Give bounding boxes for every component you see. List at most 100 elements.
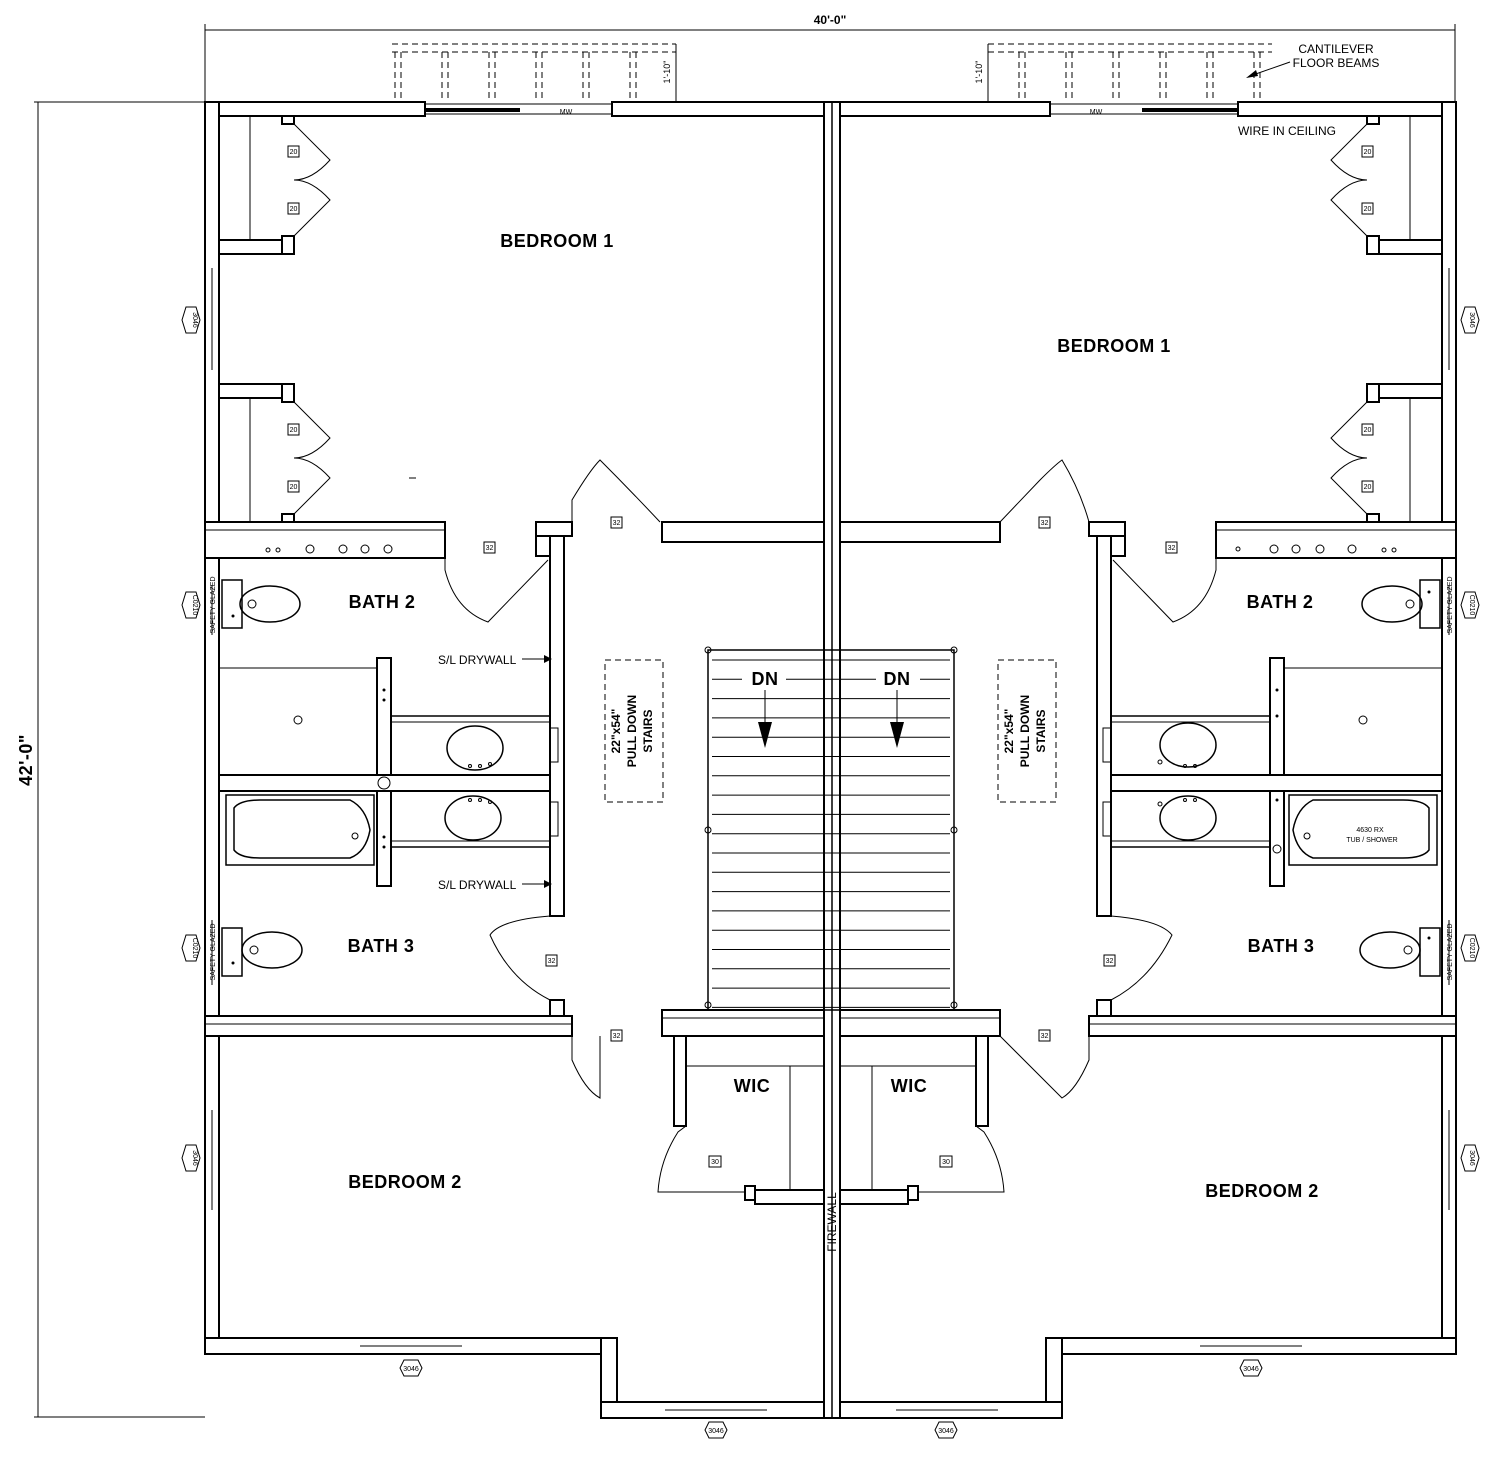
svg-text:PULL DOWN: PULL DOWN bbox=[625, 695, 639, 767]
switch-boxes-left bbox=[265, 544, 393, 554]
svg-text:20: 20 bbox=[290, 149, 298, 156]
svg-text:20: 20 bbox=[1364, 149, 1372, 156]
window-tag-3046-bottom-1: 3046 bbox=[399, 1359, 423, 1377]
down-label-left: DN bbox=[752, 669, 779, 689]
svg-text:3046: 3046 bbox=[403, 1366, 419, 1373]
sl-drywall-note-lower: S/L DRYWALL bbox=[438, 878, 517, 892]
svg-text:SAFETY GLAZED: SAFETY GLAZED bbox=[1447, 923, 1454, 980]
svg-text:32: 32 bbox=[1168, 545, 1176, 552]
svg-text:30: 30 bbox=[711, 1159, 719, 1166]
svg-text:22"x54": 22"x54" bbox=[1002, 709, 1016, 754]
closet-left-lower: 20 20 bbox=[218, 383, 331, 523]
svg-text:SAFETY GLAZED: SAFETY GLAZED bbox=[210, 576, 217, 633]
pull-down-stairs-left: 22"x54" PULL DOWN STAIRS bbox=[604, 659, 664, 803]
window-tag-3046-right-upper: 3046 bbox=[1460, 306, 1480, 334]
window-tag-3046-bottom-4: 3046 bbox=[1239, 1359, 1263, 1377]
arrow-icon bbox=[1246, 70, 1258, 78]
overall-depth-dimension: 42'-0" bbox=[16, 734, 36, 786]
svg-text:20: 20 bbox=[290, 427, 298, 434]
svg-text:3046: 3046 bbox=[708, 1428, 724, 1435]
arrow-down-icon bbox=[890, 722, 904, 748]
window-tag-c0210-left-bath3: C0210 bbox=[181, 934, 201, 962]
closet-right-lower: 20 20 bbox=[1330, 383, 1443, 523]
stairs: DN DN bbox=[704, 646, 958, 1011]
svg-text:20: 20 bbox=[290, 206, 298, 213]
cantilever-note-line2: FLOOR BEAMS bbox=[1293, 56, 1380, 70]
svg-text:20: 20 bbox=[290, 484, 298, 491]
wic-label-left: WIC bbox=[734, 1076, 771, 1096]
left-unit: 20 20 20 20 32 bbox=[204, 115, 825, 1205]
window-tag-3046-left-lower: 3046 bbox=[181, 1144, 201, 1172]
microwave-label-left: MW bbox=[560, 109, 573, 116]
wire-in-ceiling-note: WIRE IN CEILING bbox=[1238, 124, 1336, 138]
bathtub-icon: 4630 RX TUB / SHOWER bbox=[1288, 794, 1438, 866]
svg-text:20: 20 bbox=[1364, 484, 1372, 491]
arrow-down-icon bbox=[758, 722, 772, 748]
firewall: FIREWALL bbox=[823, 101, 841, 1419]
svg-text:SAFETY GLAZED: SAFETY GLAZED bbox=[210, 923, 217, 980]
closet-left-upper: 20 20 bbox=[218, 115, 331, 255]
switch-boxes-right bbox=[1235, 544, 1397, 554]
bedroom2-label-right: BEDROOM 2 bbox=[1205, 1181, 1319, 1201]
sink-icon bbox=[1102, 715, 1271, 776]
pull-down-stairs-right: 22"x54" PULL DOWN STAIRS bbox=[997, 659, 1057, 803]
bedroom1-label-right: BEDROOM 1 bbox=[1057, 336, 1171, 356]
svg-text:C0210: C0210 bbox=[191, 938, 198, 959]
top-window-left: MW bbox=[425, 103, 612, 116]
svg-text:32: 32 bbox=[1041, 1033, 1049, 1040]
right-unit: 20 20 20 20 32 bbox=[839, 115, 1457, 1205]
cantilever-dimension-right: 1'-10" bbox=[974, 61, 984, 84]
cantilever-beams-left bbox=[392, 43, 677, 102]
window-tag-c0210-right-bath3: C0210 bbox=[1460, 934, 1480, 962]
room-labels: BEDROOM 1 BEDROOM 1 BATH 2 BATH 2 BATH 3… bbox=[348, 231, 1319, 1201]
cantilever-note-line1: CANTILEVER bbox=[1298, 42, 1374, 56]
bedroom2-label-left: BEDROOM 2 bbox=[348, 1172, 462, 1192]
closet-right-upper: 20 20 bbox=[1330, 115, 1443, 255]
down-arrow-right: DN bbox=[876, 669, 920, 748]
svg-text:32: 32 bbox=[486, 545, 494, 552]
svg-text:32: 32 bbox=[613, 520, 621, 527]
firewall-label: FIREWALL bbox=[825, 1192, 839, 1252]
wic-label-right: WIC bbox=[891, 1076, 928, 1096]
svg-text:3046: 3046 bbox=[1243, 1366, 1259, 1373]
down-label-right: DN bbox=[884, 669, 911, 689]
svg-text:3046: 3046 bbox=[191, 312, 198, 328]
tub-model-label: 4630 RX bbox=[1356, 827, 1384, 834]
sink-icon bbox=[390, 715, 559, 776]
window-tag-3046-left-upper: 3046 bbox=[181, 306, 201, 334]
svg-text:3046: 3046 bbox=[1468, 312, 1475, 328]
svg-text:C0210: C0210 bbox=[1468, 938, 1475, 959]
svg-text:STAIRS: STAIRS bbox=[641, 709, 655, 752]
cantilever-beams-right bbox=[987, 43, 1272, 102]
sl-drywall-notes: S/L DRYWALL S/L DRYWALL bbox=[438, 653, 552, 892]
toilet-icon bbox=[221, 579, 301, 629]
bathtub-icon bbox=[225, 794, 375, 866]
sink-icon bbox=[1102, 790, 1271, 848]
safety-glazed-labels: SAFETY GLAZED SAFETY GLAZED SAFETY GLAZE… bbox=[210, 576, 1454, 980]
window-tag-3046-bottom-2: 3046 bbox=[704, 1421, 728, 1439]
window-tags: 3046 3046 3046 3046 C0210 C0210 C0210 C bbox=[181, 306, 1480, 1439]
down-arrow-left: DN bbox=[742, 669, 786, 748]
svg-text:STAIRS: STAIRS bbox=[1034, 709, 1048, 752]
bath3-label-right: BATH 3 bbox=[1248, 936, 1315, 956]
bedroom1-label-left: BEDROOM 1 bbox=[500, 231, 614, 251]
svg-text:32: 32 bbox=[548, 958, 556, 965]
cantilever-note: CANTILEVER FLOOR BEAMS bbox=[1246, 42, 1379, 78]
sl-drywall-note-upper: S/L DRYWALL bbox=[438, 653, 517, 667]
svg-text:32: 32 bbox=[613, 1033, 621, 1040]
toilet-icon bbox=[1359, 927, 1441, 977]
svg-text:PULL DOWN: PULL DOWN bbox=[1018, 695, 1032, 767]
window-tag-c0210-left-bath2: C0210 bbox=[181, 591, 201, 619]
toilet-icon bbox=[1361, 579, 1441, 629]
dimension-lines: 40'-0" 42'-0" 1'-10" 1'-10" bbox=[16, 13, 1456, 1418]
svg-text:C0210: C0210 bbox=[1468, 595, 1475, 616]
microwave-label-right: MW bbox=[1090, 109, 1103, 116]
toilet-icon bbox=[221, 927, 303, 977]
svg-text:3046: 3046 bbox=[191, 1150, 198, 1166]
svg-text:32: 32 bbox=[1041, 520, 1049, 527]
svg-text:3046: 3046 bbox=[1468, 1150, 1475, 1166]
sink-icon bbox=[390, 790, 559, 848]
svg-text:30: 30 bbox=[942, 1159, 950, 1166]
svg-text:32: 32 bbox=[1106, 958, 1114, 965]
